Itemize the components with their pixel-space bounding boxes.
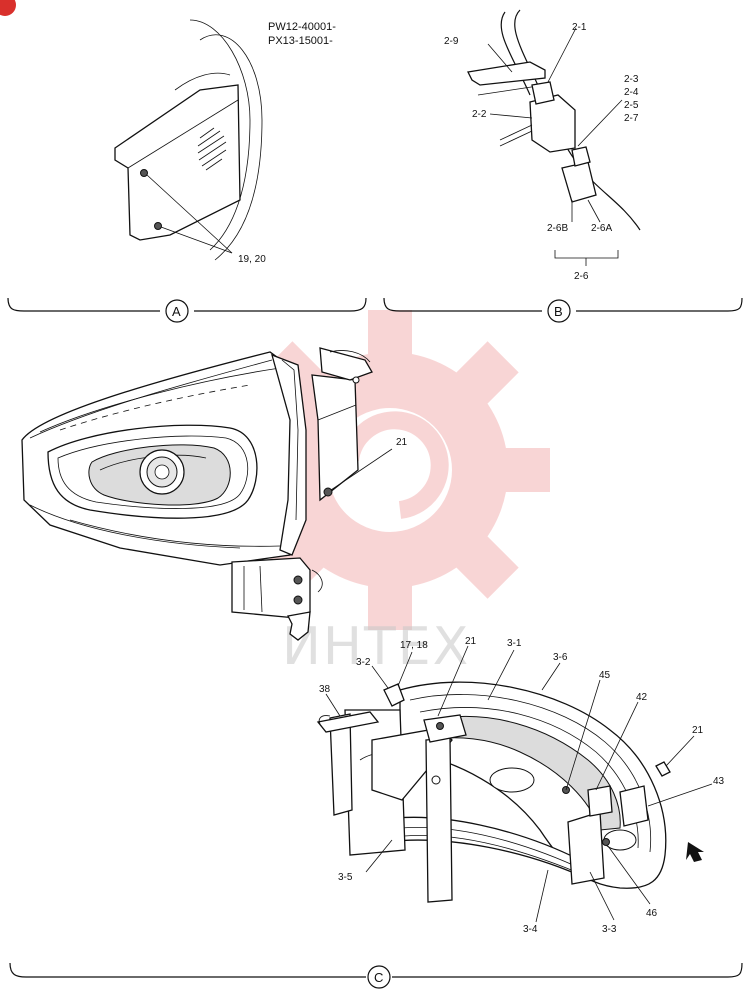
lower-bracket (231, 557, 323, 641)
label-3-5: 3-5 (338, 872, 353, 883)
label-2-6b: 2-6B (547, 223, 568, 234)
bracket-c (9, 962, 743, 978)
label-2-9: 2-9 (444, 36, 459, 47)
label-42: 42 (636, 692, 648, 703)
bracket-b (383, 297, 743, 312)
label-46: 46 (646, 908, 658, 919)
serial-line-1: PW12-40001- (268, 21, 336, 33)
view-b-drawing (467, 9, 641, 266)
view-c-letter: C (374, 970, 383, 985)
bracket-a (7, 297, 367, 312)
view-a-letter: A (172, 304, 181, 319)
label-3-3: 3-3 (602, 924, 617, 935)
view-c-drawing (316, 645, 713, 923)
view-a-drawing: 19, 20 (114, 19, 266, 265)
view-c-marker (367, 965, 391, 989)
serial-line-2: PX13-15001- (268, 35, 333, 47)
label-21-c-right: 21 (692, 725, 704, 736)
label-3-1: 3-1 (507, 638, 522, 649)
bolt-lower (154, 222, 162, 230)
view-b-marker (547, 299, 571, 323)
label-2-2: 2-2 (472, 109, 487, 120)
label-43: 43 (713, 776, 725, 787)
view-a-marker (165, 299, 189, 323)
headlight-assembly (21, 351, 307, 566)
label-2-6: 2-6 (574, 271, 589, 282)
label-2-6a: 2-6A (591, 223, 612, 234)
view-b-letter: B (554, 304, 563, 319)
mounting-bracket (311, 347, 373, 502)
corner-badge (0, 0, 16, 16)
direction-arrow-icon (686, 842, 704, 862)
label-38: 38 (319, 684, 331, 695)
bolt-upper (140, 169, 148, 177)
label-2-7: 2-7 (624, 113, 639, 124)
label-2-1: 2-1 (572, 22, 587, 33)
watermark-text: ИНТЕХ (282, 617, 470, 677)
vent-grille (197, 127, 227, 171)
label-2-3: 2-3 (624, 74, 639, 85)
label-21-main: 21 (396, 437, 408, 448)
label-17-18: 17, 18 (400, 640, 428, 651)
label-3-4: 3-4 (523, 924, 538, 935)
label-3-6: 3-6 (553, 652, 568, 663)
label-2-5: 2-5 (624, 100, 639, 111)
label-2-4: 2-4 (624, 87, 639, 98)
label-19-20: 19, 20 (238, 254, 266, 265)
label-45: 45 (599, 670, 611, 681)
label-3-2: 3-2 (356, 657, 371, 668)
label-21-c-top: 21 (465, 636, 477, 647)
